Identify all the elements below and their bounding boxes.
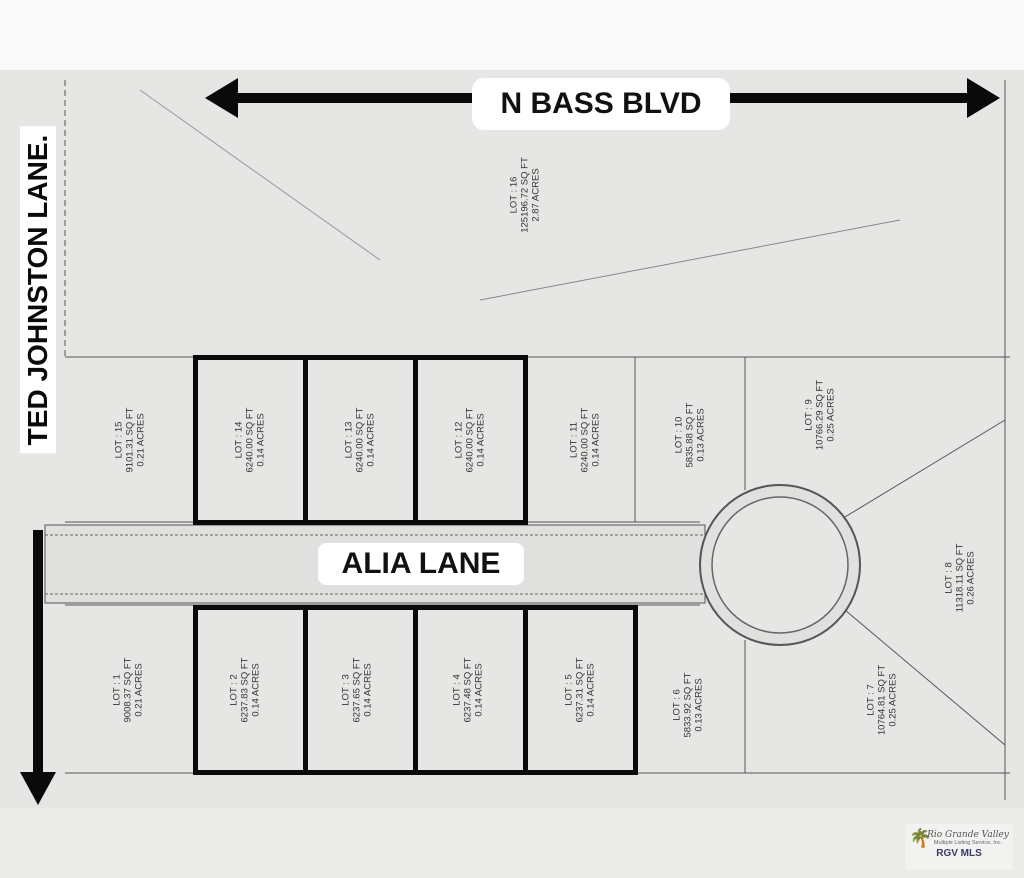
lot-sqft: 6240.00 SQ FT bbox=[464, 407, 476, 473]
lot-number: LOT : 12 bbox=[453, 421, 465, 459]
lot-number: LOT : 5 bbox=[563, 674, 575, 706]
lot-number: LOT : 8 bbox=[943, 562, 955, 594]
lot-acres: 0.21 ACRES bbox=[135, 413, 147, 467]
lot-acres: 0.14 ACRES bbox=[365, 413, 377, 467]
alia-lane-road bbox=[44, 484, 861, 646]
lot-12-highlight bbox=[413, 355, 528, 525]
alia-lane-label: ALIA LANE bbox=[318, 543, 524, 585]
lot-acres: 0.14 ACRES bbox=[250, 663, 262, 717]
plat-map-sheet bbox=[0, 70, 1024, 808]
lot-acres: 0.14 ACRES bbox=[590, 413, 602, 467]
rgv-mls-logo: 🌴 Rio Grande Valley Multiple Listing Ser… bbox=[905, 824, 1013, 870]
lot-acres: 0.25 ACRES bbox=[825, 388, 837, 442]
lot-acres: 0.13 ACRES bbox=[693, 678, 705, 732]
lot-number: LOT : 13 bbox=[343, 421, 355, 459]
lot-sqft: 6240.00 SQ FT bbox=[244, 407, 256, 473]
lot-number: LOT : 6 bbox=[671, 689, 683, 721]
lot-acres: 0.14 ACRES bbox=[362, 663, 374, 717]
lot-sqft: 125196.72 SQ FT bbox=[519, 157, 531, 233]
lot-5-highlight bbox=[523, 605, 638, 775]
ted-johnston-arrow bbox=[20, 530, 56, 805]
lot-acres: 0.14 ACRES bbox=[585, 663, 597, 717]
lot-sqft: 6240.00 SQ FT bbox=[579, 407, 591, 473]
lot-number: LOT : 14 bbox=[233, 421, 245, 459]
palm-tree-icon: 🌴 bbox=[909, 828, 932, 848]
lot-sqft: 6237.83 SQ FT bbox=[239, 657, 251, 723]
lot-number: LOT : 3 bbox=[340, 674, 352, 706]
lot-acres: 0.21 ACRES bbox=[133, 663, 145, 717]
lot-acres: 0.26 ACRES bbox=[965, 551, 977, 605]
lot-number: LOT : 9 bbox=[803, 399, 815, 431]
ted-johnston-lane-label: TED JOHNSTON LANE. bbox=[20, 126, 56, 454]
lot-sqft: 6237.65 SQ FT bbox=[351, 657, 363, 723]
lot-sqft: 5835.88 SQ FT bbox=[684, 402, 696, 468]
lot-number: LOT : 11 bbox=[568, 421, 580, 459]
lot-acres: 0.13 ACRES bbox=[695, 408, 707, 462]
lot-sqft: 9101.31 SQ FT bbox=[124, 407, 136, 473]
lot-sqft: 6240.00 SQ FT bbox=[354, 407, 366, 473]
logo-line-3: RGV MLS bbox=[936, 848, 982, 859]
lot-sqft: 9008.37 SQ FT bbox=[122, 657, 134, 723]
lot-acres: 0.14 ACRES bbox=[473, 663, 485, 717]
n-bass-blvd-label: N BASS BLVD bbox=[472, 78, 730, 130]
lot-sqft: 10766.29 SQ FT bbox=[814, 379, 826, 451]
lot-number: LOT : 16 bbox=[508, 176, 520, 214]
lot-number: LOT : 2 bbox=[228, 674, 240, 706]
top-margin bbox=[0, 0, 1024, 70]
lot-acres: 2.87 ACRES bbox=[530, 168, 542, 222]
lot-number: LOT : 1 bbox=[111, 674, 123, 706]
lot-number: LOT : 4 bbox=[451, 674, 463, 706]
logo-line-1: Rio Grande Valley bbox=[927, 830, 1009, 840]
lot-sqft: 11318.11 SQ FT bbox=[954, 543, 966, 613]
lot-number: LOT : 10 bbox=[673, 416, 685, 454]
lot-acres: 0.14 ACRES bbox=[475, 413, 487, 467]
lot-number: LOT : 15 bbox=[113, 421, 125, 459]
lot-acres: 0.25 ACRES bbox=[887, 673, 899, 727]
lot-sqft: 6237.48 SQ FT bbox=[462, 657, 474, 723]
lot-number: LOT : 7 bbox=[865, 684, 877, 716]
lot-sqft: 10764.81 SQ FT bbox=[876, 664, 888, 736]
logo-line-2: Multiple Listing Service, Inc. bbox=[933, 840, 1003, 846]
lot-sqft: 5833.92 SQ FT bbox=[682, 672, 694, 738]
lot-sqft: 6237.31 SQ FT bbox=[574, 657, 586, 723]
lot-acres: 0.14 ACRES bbox=[255, 413, 267, 467]
